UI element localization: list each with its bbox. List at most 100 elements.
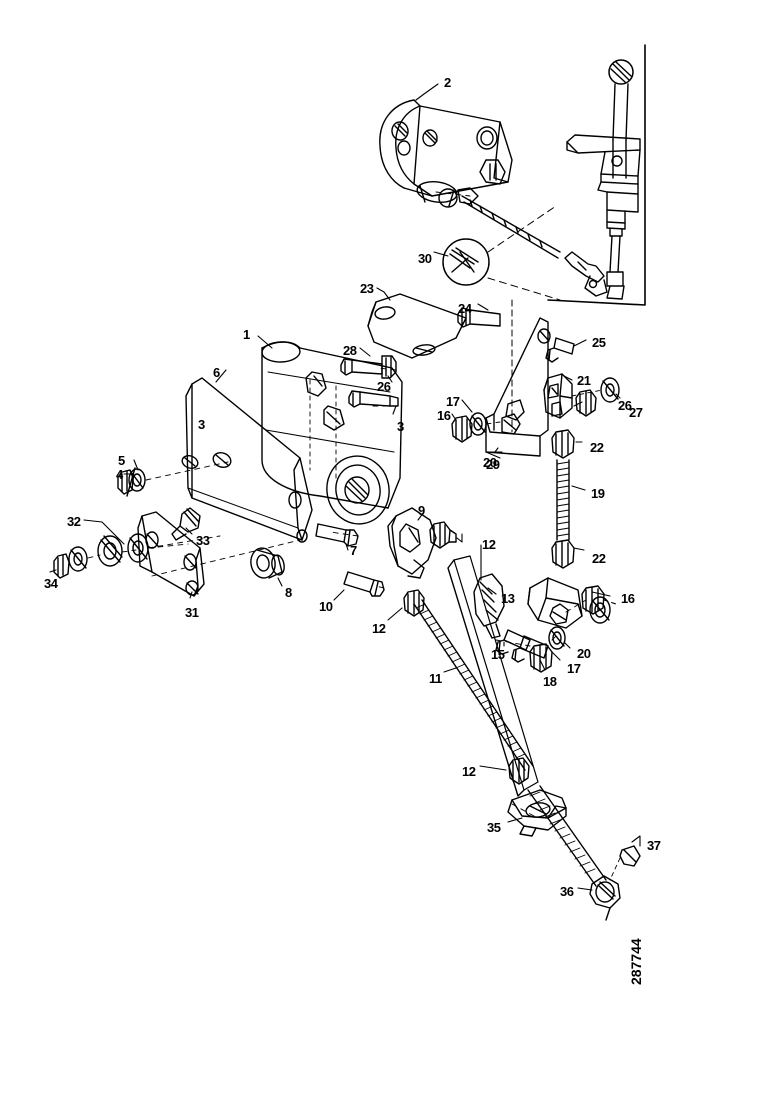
part-11-threaded-rod — [413, 599, 534, 771]
shift-rod-vertical — [609, 235, 621, 273]
magnified-detail-circle — [442, 238, 490, 286]
part-18-bolt — [511, 635, 549, 671]
callout-22a: 22 — [590, 440, 604, 455]
part-26-nut-upper — [381, 355, 397, 383]
callout-11: 11 — [429, 671, 442, 686]
part-7-bolt — [315, 523, 359, 551]
part-2-upper-bracket — [379, 83, 561, 259]
callout-2: 2 — [444, 75, 451, 90]
part-16-nut-left — [451, 415, 473, 443]
part-16-washer-right — [589, 596, 611, 624]
detail-circle-leaders — [487, 205, 561, 301]
leader-32 — [83, 519, 125, 545]
part-1-motor-body — [257, 335, 403, 525]
part-switch-body-right — [527, 577, 583, 629]
detail-box-frame — [547, 44, 646, 306]
part-13-clevis — [473, 573, 505, 639]
callout-23: 23 — [360, 281, 374, 296]
callout-29: 29 — [486, 457, 500, 472]
part-25-bolt — [545, 337, 587, 363]
part-22-nut-upper — [551, 429, 575, 459]
part-34-nut-left — [68, 546, 88, 572]
callout-7: 7 — [350, 543, 357, 558]
shift-lever-bracket-arm — [597, 181, 639, 213]
leader-34 — [49, 569, 57, 573]
callout-37: 37 — [647, 838, 661, 853]
part-17-nut-right — [529, 643, 553, 673]
part-32-washer — [97, 535, 123, 567]
callout-16b: 16 — [621, 591, 635, 606]
callout-10: 10 — [319, 599, 333, 614]
part-21-switch — [543, 373, 573, 419]
part-9-bellcrank — [387, 507, 437, 579]
leader-5-4 — [123, 459, 139, 475]
part-6-support-bracket — [181, 369, 313, 543]
shift-lever-shaft — [612, 83, 629, 179]
callout-36: 36 — [560, 884, 574, 899]
callout-26b: 26 — [618, 398, 632, 413]
part-14-link-bar — [447, 555, 539, 797]
callout-34: 34 — [44, 576, 58, 591]
shift-rod-sleeve-upper — [606, 209, 626, 237]
callout-9: 9 — [418, 503, 425, 518]
callout-19: 19 — [591, 486, 605, 501]
callout-12b: 12 — [372, 621, 386, 636]
part-24-bolt — [457, 303, 501, 328]
callout-13: 13 — [501, 591, 515, 606]
callout-3b: 3 — [397, 419, 404, 434]
callout-28: 28 — [343, 343, 357, 358]
part-19-threaded-rod — [556, 459, 586, 541]
drawing-code: 287744 — [628, 938, 644, 985]
callout-21: 21 — [577, 373, 591, 388]
part-31-side-plate — [137, 511, 205, 599]
part-27-washer-right — [600, 377, 620, 403]
leader-16-right — [603, 599, 617, 605]
part-3-bolt-right — [348, 390, 399, 415]
callout-32: 32 — [67, 514, 81, 529]
shift-lever-knob — [608, 59, 634, 85]
callout-5: 5 — [118, 453, 125, 468]
shift-lever-mount-plate — [566, 134, 641, 185]
part-10-bolt — [333, 571, 385, 601]
detail-lower-linkage — [564, 251, 608, 297]
callout-16a: 16 — [437, 408, 451, 423]
callout-18: 18 — [543, 674, 557, 689]
part-36-ball-joint — [577, 875, 621, 921]
callout-1: 1 — [243, 327, 250, 342]
part-33-bolt — [171, 507, 201, 541]
part-37-clip — [609, 835, 641, 881]
callout-20a: 20 — [483, 455, 497, 470]
callout-17b: 17 — [567, 661, 581, 676]
callout-25: 25 — [592, 335, 606, 350]
part-12-nut-a — [429, 521, 457, 549]
part-35-swivel-bracket — [507, 789, 567, 837]
callout-31: 31 — [185, 605, 199, 620]
part-34-bolt-head — [53, 553, 70, 579]
callout-26a: 26 — [377, 379, 391, 394]
callout-3a: 3 — [198, 417, 205, 432]
callout-8: 8 — [285, 585, 292, 600]
callout-30: 30 — [418, 251, 432, 266]
callout-12a: 12 — [482, 537, 496, 552]
part-29-bracket — [485, 299, 551, 459]
callout-6: 6 — [213, 365, 220, 380]
part-20-washer-right — [548, 626, 566, 650]
part-11-rod-lower — [527, 785, 607, 887]
callout-33: 33 — [196, 533, 210, 548]
part-23-mounting-plate — [367, 287, 467, 359]
assembly-guide-lines — [87, 191, 587, 817]
shift-rod-lower-joint — [606, 271, 625, 300]
callout-24: 24 — [458, 301, 472, 316]
part-8-bushing — [250, 547, 285, 587]
callout-35: 35 — [487, 820, 501, 835]
part-12-nut-b — [403, 589, 425, 617]
callout-15: 15 — [491, 647, 505, 662]
callout-12c: 12 — [462, 764, 476, 779]
part-22-nut-lower — [551, 539, 575, 569]
callout-27: 27 — [629, 405, 643, 420]
callout-4: 4 — [116, 467, 123, 482]
callout-22b: 22 — [592, 551, 606, 566]
callout-20b: 20 — [577, 646, 591, 661]
